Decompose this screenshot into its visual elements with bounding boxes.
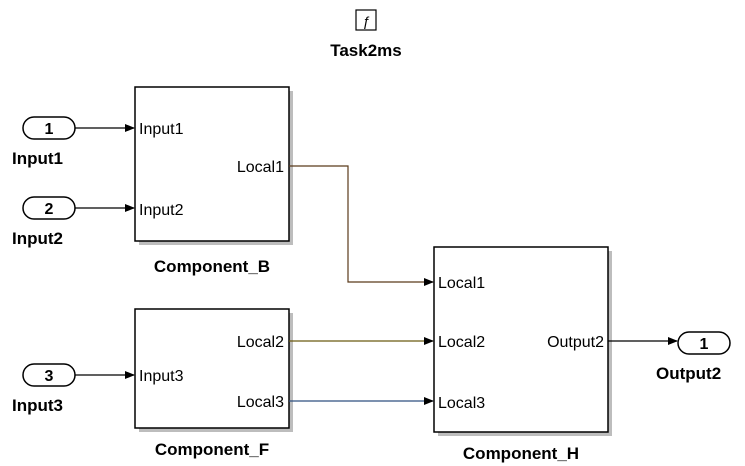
block-component-f[interactable]: Input3 Local2 Local3 Component_F [134,308,293,459]
inport-3[interactable]: 3 Input3 [12,363,76,415]
inport-number: 1 [45,121,54,138]
block-out-port-label: Local3 [237,394,284,411]
block-body [134,86,290,242]
inport-number: 2 [45,201,54,218]
block-out-port-label: Local1 [237,159,284,176]
block-in-port-label: Input1 [139,121,184,138]
task-label: Task2ms [330,41,402,60]
block-component-h[interactable]: Local1 Local2 Local3 Output2 Component_H [433,246,612,463]
function-call-glyph: ƒ [362,13,370,29]
inport-2[interactable]: 2 Input2 [12,196,76,248]
outport-label: Output2 [656,364,721,383]
outport-number: 1 [700,336,709,353]
signal-line-local1[interactable] [289,165,434,286]
block-name: Component_H [463,444,579,463]
block-body [134,308,290,429]
block-in-port-label: Local3 [438,395,485,412]
signal-lines [75,124,678,405]
block-body [433,246,609,433]
inport-label: Input3 [12,396,63,415]
block-in-port-label: Input3 [139,368,184,385]
inport-label: Input2 [12,229,63,248]
function-call-icon [355,9,377,31]
inport-label: Input1 [12,149,63,168]
block-name: Component_F [155,440,269,459]
outport-1[interactable]: 1 Output2 [656,331,731,383]
inport-number: 3 [45,368,54,385]
block-out-port-label: Local2 [237,334,284,351]
inport-1[interactable]: 1 Input1 [12,116,76,168]
block-component-b[interactable]: Input1 Input2 Local1 Component_B [134,86,293,276]
task-trigger[interactable]: ƒ Task2ms [330,9,402,60]
block-in-port-label: Local2 [438,334,485,351]
block-name: Component_B [154,257,270,276]
block-in-port-label: Input2 [139,202,184,219]
block-out-port-label: Output2 [547,334,604,351]
block-in-port-label: Local1 [438,275,485,292]
